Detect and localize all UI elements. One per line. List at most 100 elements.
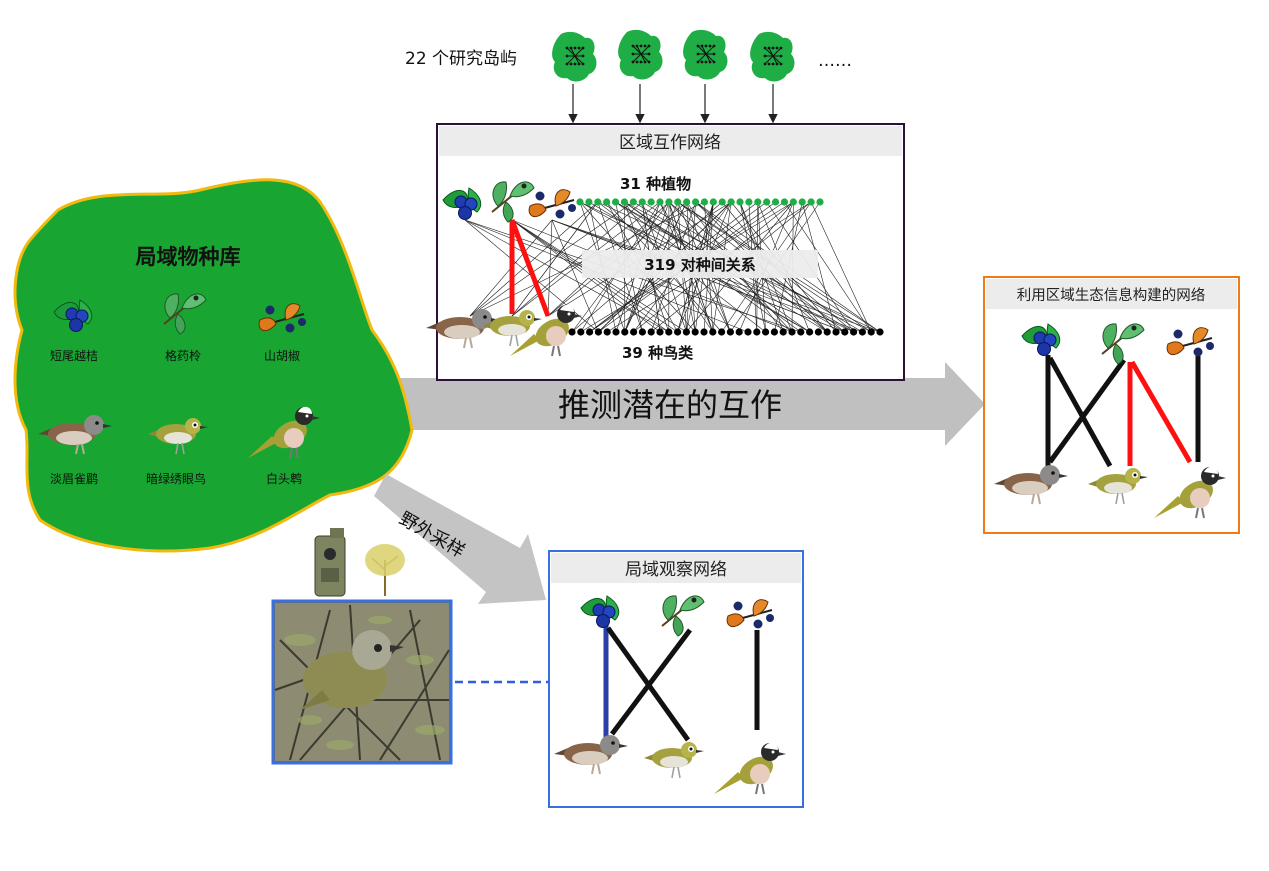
plant-node: [576, 198, 584, 206]
islands-label: 22 个研究岛屿: [405, 49, 517, 69]
bird-node: [603, 328, 611, 336]
bird-node: [814, 328, 823, 336]
interaction-link: [511, 201, 643, 317]
species-label: 淡眉雀鹛: [50, 471, 98, 486]
bird-node: [735, 328, 743, 336]
bird-node: [665, 328, 673, 336]
plant-node: [691, 198, 700, 206]
plant-node: [700, 198, 709, 206]
plant-node: [771, 198, 780, 206]
tree-icon: [365, 544, 405, 596]
plant-node: [611, 198, 620, 206]
bird-node: [612, 328, 620, 336]
bird-node: [594, 328, 603, 336]
bird-node: [700, 328, 708, 336]
bird-node: [876, 328, 884, 336]
bird-node: [753, 328, 761, 336]
plant-node: [789, 198, 797, 206]
relations-label: 319 对种间关系: [644, 256, 756, 274]
bird-node: [797, 328, 805, 336]
birds-label: 39 种鸟类: [622, 344, 694, 362]
bird-node: [691, 328, 699, 336]
bird-node: [718, 328, 726, 336]
plant-node: [656, 198, 664, 206]
field-sampling-arrow: [374, 474, 546, 604]
interaction-link: [469, 201, 634, 317]
plant-node: [683, 198, 691, 206]
interaction-link: [551, 219, 599, 333]
bird-node: [788, 328, 796, 336]
bird-nodes: [568, 328, 884, 336]
island-icon: [749, 31, 795, 82]
bird-node: [638, 328, 647, 336]
bird-node: [744, 328, 752, 336]
species-label: 短尾越桔: [50, 349, 98, 363]
inferred-network-title: 利用区域生态信息构建的网络: [1017, 287, 1206, 304]
inferred-link: [1047, 358, 1127, 464]
interaction-link: [511, 201, 599, 317]
bird-node: [779, 328, 787, 336]
camera-trap-photo: [271, 599, 453, 765]
bird-node: [709, 328, 717, 336]
plant-node: [620, 198, 629, 206]
bird-node: [867, 328, 875, 336]
observed-link: [610, 628, 692, 736]
plant-node: [709, 198, 717, 206]
plant-node: [665, 198, 673, 206]
inference-arrow-label: 推测潜在的互作: [558, 386, 782, 424]
plant-node: [718, 198, 726, 206]
island-icon: [682, 29, 728, 80]
plant-node: [745, 198, 753, 206]
island-icon: [617, 29, 663, 80]
plant-node: [629, 198, 637, 206]
local-network-panel: 局域观察网络: [548, 550, 804, 808]
plant-node: [603, 198, 611, 206]
plant-nodes: [576, 198, 824, 206]
interaction-link: [469, 201, 598, 317]
interaction-link: [784, 201, 872, 333]
inferred-link: [1129, 360, 1193, 464]
species-label: 格药柃: [165, 348, 201, 363]
plant-node: [638, 198, 646, 206]
bird-node: [806, 328, 814, 336]
island-icon: [551, 31, 597, 82]
plant-node: [754, 198, 762, 206]
plant-node: [674, 198, 682, 206]
bird-node: [858, 328, 867, 336]
species-label: 白头鹎: [266, 471, 302, 486]
regional-network-title: 区域互作网络: [619, 133, 721, 153]
species-label: 暗绿绣眼鸟: [146, 471, 206, 486]
species-pool: 局域物种库 短尾越桔 格药柃 山胡椒 淡眉雀鹛 暗绿绣眼鸟 白头鹎: [13, 178, 414, 553]
bird-node: [647, 328, 655, 336]
inferred-network-panel: 利用区域生态信息构建的网络: [983, 276, 1240, 534]
plant-node: [727, 198, 735, 206]
plant-node: [763, 198, 771, 206]
inference-arrow: [400, 362, 985, 446]
plant-node: [585, 198, 593, 206]
regional-network-panel: 区域互作网络 319 对种间关系 31 种植物 39 种鸟类: [425, 123, 905, 381]
bird-node: [586, 328, 594, 336]
islands-ellipsis: ……: [818, 51, 852, 71]
plant-node: [816, 198, 824, 206]
bird-node: [568, 328, 576, 336]
bird-node: [832, 328, 840, 336]
bird-node: [841, 328, 849, 336]
camera-trap-icon: [314, 528, 346, 597]
bird-node: [630, 328, 638, 336]
plant-node: [736, 198, 744, 206]
bird-node: [770, 328, 779, 336]
species-pool-title: 局域物种库: [136, 245, 241, 269]
inferred-link: [1047, 356, 1113, 468]
plant-node: [647, 198, 655, 206]
bird-node: [726, 328, 735, 336]
bird-node: [577, 328, 585, 336]
species-label: 山胡椒: [264, 349, 300, 363]
plant-node: [594, 198, 602, 206]
plant-node: [807, 198, 815, 206]
plants-label: 31 种植物: [620, 175, 691, 193]
bird-node: [656, 328, 664, 336]
bird-node: [823, 328, 831, 336]
bird-node: [621, 328, 629, 336]
bird-node: [682, 328, 691, 336]
